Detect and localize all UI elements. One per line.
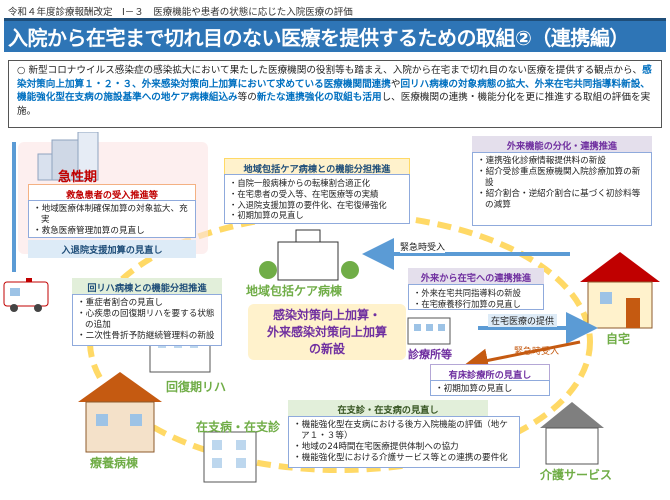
list-item: 連携強化診療情報提供料の新設 (477, 156, 647, 167)
panel-bed-clinic: 初期加算の見直し (430, 380, 550, 396)
diagram-area: 急性期 地域包括ケア病棟 回復期リハ 療養病棟 在支病・在支診 診療所等 自宅 … (0, 132, 670, 500)
list-item: 初期加算の見直し (435, 384, 545, 395)
label-acute: 急性期 (58, 170, 98, 185)
panel-home-support-review: 機能強化型在支病における後方入院機能の評価（地ケア１・３等） 地域の24時間在宅… (288, 416, 520, 468)
panel-emergency-accept: 地域医療体制確保加算の対象拡大、充実 救急医療管理加算の見直し (28, 200, 196, 238)
list-item: 在宅療養移行加算の見直し (413, 299, 539, 310)
summary-highlight-1: 感染対策向上加算１・２・３、外来感染対策向上加算において求めている医療機関間連携 (17, 65, 652, 90)
panel-title-home-support-review: 在支診・在支病の見直し (288, 400, 488, 418)
panel-community-care: 自院一般病棟からの転棟割合適正化 在宅患者の受入等、在宅医療等の実績 入退院支援… (224, 174, 410, 224)
panel-rehab-func: 重症者割合の見直し 心疾患の回復期リハを要する状態の追加 二次性骨折予防継続管理… (72, 294, 222, 346)
arrow-label-home-care: 在宅医療の提供 (488, 314, 558, 327)
summary-box: ○ 新型コロナウイルス感染症の感染拡大において果たした医療機関の役割等も踏まえ、… (8, 60, 662, 128)
panel-title-outpatient-func: 外来機能の分化・連携推進 (472, 136, 652, 154)
summary-bullet: ○ (17, 65, 26, 76)
panel-outpatient-func: 連携強化診療情報提供料の新設 紹介受診重点医療機関入院診療加算の新設 紹介割合・… (472, 152, 652, 226)
summary-text-3: 等の (237, 92, 257, 103)
emergency-arrow-2 (464, 340, 581, 373)
label-community-care-ward: 地域包括ケア病棟 (246, 284, 343, 298)
slide-header-line: 令和４年度診療報酬改定 Ⅰ－３ 医療機能や患者の状態に応じた入院医療の評価 (8, 7, 353, 18)
recuperation-ward-icon (78, 372, 162, 453)
list-item: 紹介割合・逆紹介割合に基づく初診料等の減算 (477, 189, 647, 211)
arrow-label-emergency: 緊急時受入 (400, 240, 446, 253)
list-item: 地域の24時間在宅医療提供体制への協力 (293, 442, 515, 453)
center-line-1: 感染対策向上加算・ (272, 308, 381, 322)
care-service-house-icon (540, 402, 604, 465)
label-rehab: 回復期リハ (166, 380, 227, 394)
acute-hospital-icon (37, 132, 99, 181)
infection-control-center-box: 感染対策向上加算・ 外来感染対策向上加算 の新設 (248, 304, 406, 360)
list-item: 紹介受診重点医療機関入院診療加算の新設 (477, 167, 647, 189)
list-item: 心疾患の回復期リハを要する状態の追加 (77, 309, 217, 331)
center-line-2: 外来感染対策向上加算 (266, 325, 387, 339)
clinic-building-icon (407, 317, 451, 345)
community-care-building-icon (259, 229, 359, 281)
title-bar (4, 18, 666, 52)
panel-outpatient-home: 外来在宅共同指導料の新設 在宅療養移行加算の見直し (408, 284, 544, 310)
arrow-label-emergency-2: 緊急時受入 (514, 347, 560, 357)
label-home: 自宅 (606, 332, 631, 346)
list-item: 地域医療体制確保加算の対象拡大、充実 (33, 204, 191, 226)
home-support-building-icon (203, 431, 257, 483)
list-item: 機能強化型在支病における後方入院機能の評価（地ケア１・３等） (293, 420, 515, 442)
ambulance-icon (3, 278, 49, 312)
summary-text-4: し、医療機関の連携・機能分化を更に推進する取組の評価を実施。 (17, 92, 651, 117)
page-title: 入院から在宅まで切れ目のない医療を提供するための取組②（連携編） (8, 26, 629, 50)
list-item: 重症者割合の見直し (77, 298, 217, 309)
list-item: 自院一般病棟からの転棟割合適正化 (229, 178, 405, 189)
panel-title-outpatient-home: 外来から在宅への連携推進 (408, 268, 544, 286)
list-item: 在宅患者の受入等、在宅医療等の実績 (229, 189, 405, 200)
panel-title-rehab-func: 回リハ病棟との機能分担推進 (72, 278, 222, 296)
list-item: 初期加算の見直し (229, 210, 405, 221)
label-recuperation: 療養病棟 (90, 456, 139, 470)
summary-text-1: 新型コロナウイルス感染症の感染拡大において果たした医療機関の役割等も踏まえ、入院… (28, 65, 643, 76)
label-care-service: 介護サービス (540, 468, 613, 482)
summary-highlight-2: 回リハ病棟の対象病態の拡大、外来在宅共同指導料新設、機能強化型在支病の施設基準へ… (17, 78, 650, 104)
list-item: 入退院支援加算の要件化、在宅復帰強化 (229, 200, 405, 211)
list-item: 救急医療管理加算の見直し (33, 226, 191, 237)
list-item: 二次性骨折予防継続管理料の新設 (77, 331, 217, 342)
list-item: 外来在宅共同指導料の新設 (413, 288, 539, 299)
center-line-3: の新設 (308, 342, 345, 356)
home-house-icon (580, 252, 660, 329)
label-home-support: 在支病・在支診 (196, 420, 281, 434)
summary-text-2: や (390, 78, 401, 90)
panel-footer-discharge-support: 入退院支援加算の見直し (28, 240, 196, 258)
summary-highlight-3: 新たな連携強化の取組も活用 (256, 92, 382, 103)
list-item: 機能強化型における介護サービス等との連携の要件化 (293, 453, 515, 464)
label-clinic: 診療所等 (408, 348, 452, 361)
